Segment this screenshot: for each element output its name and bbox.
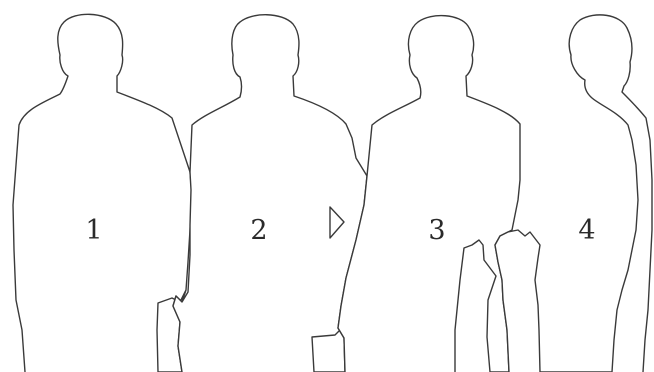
- person-label-4: 4: [578, 215, 595, 246]
- person-silhouette-3: [338, 16, 520, 372]
- person-silhouette-2: [173, 15, 367, 372]
- person-label-3: 3: [428, 215, 445, 246]
- person-label-2: 2: [250, 215, 267, 246]
- person-label-1: 1: [85, 215, 102, 246]
- person-silhouette-1: [13, 14, 192, 372]
